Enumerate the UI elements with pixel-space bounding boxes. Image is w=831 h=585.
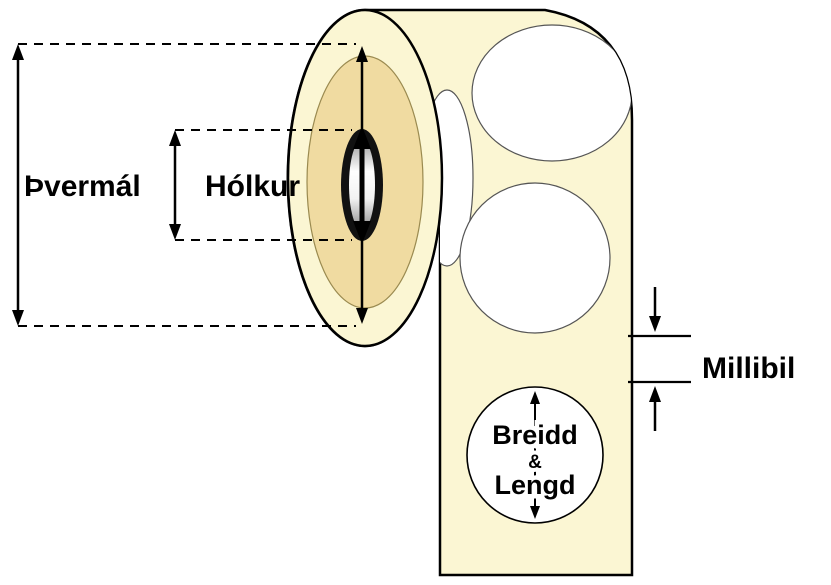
label-size-line2: Lengd — [495, 470, 576, 500]
core-diameter-arrow — [353, 126, 371, 244]
gap-dimension-marks — [628, 287, 691, 431]
gap-top-arrow — [649, 287, 661, 332]
diameter-label: Þvermál — [24, 170, 141, 203]
label-circle-middle — [459, 182, 611, 334]
gap-label: Millibil — [702, 352, 795, 385]
label-on-roll-top — [471, 24, 632, 162]
diameter-dimension-arrow — [12, 44, 24, 326]
gap-bottom-arrow — [649, 386, 661, 431]
label-size-arrow — [530, 391, 540, 519]
core-dimension-arrow — [169, 130, 181, 240]
core-label: Hólkur — [205, 170, 300, 203]
label-size-amp: & — [528, 452, 542, 473]
label-size-line1: Breidd — [492, 420, 578, 450]
dashed-extension-lines — [18, 43, 356, 327]
